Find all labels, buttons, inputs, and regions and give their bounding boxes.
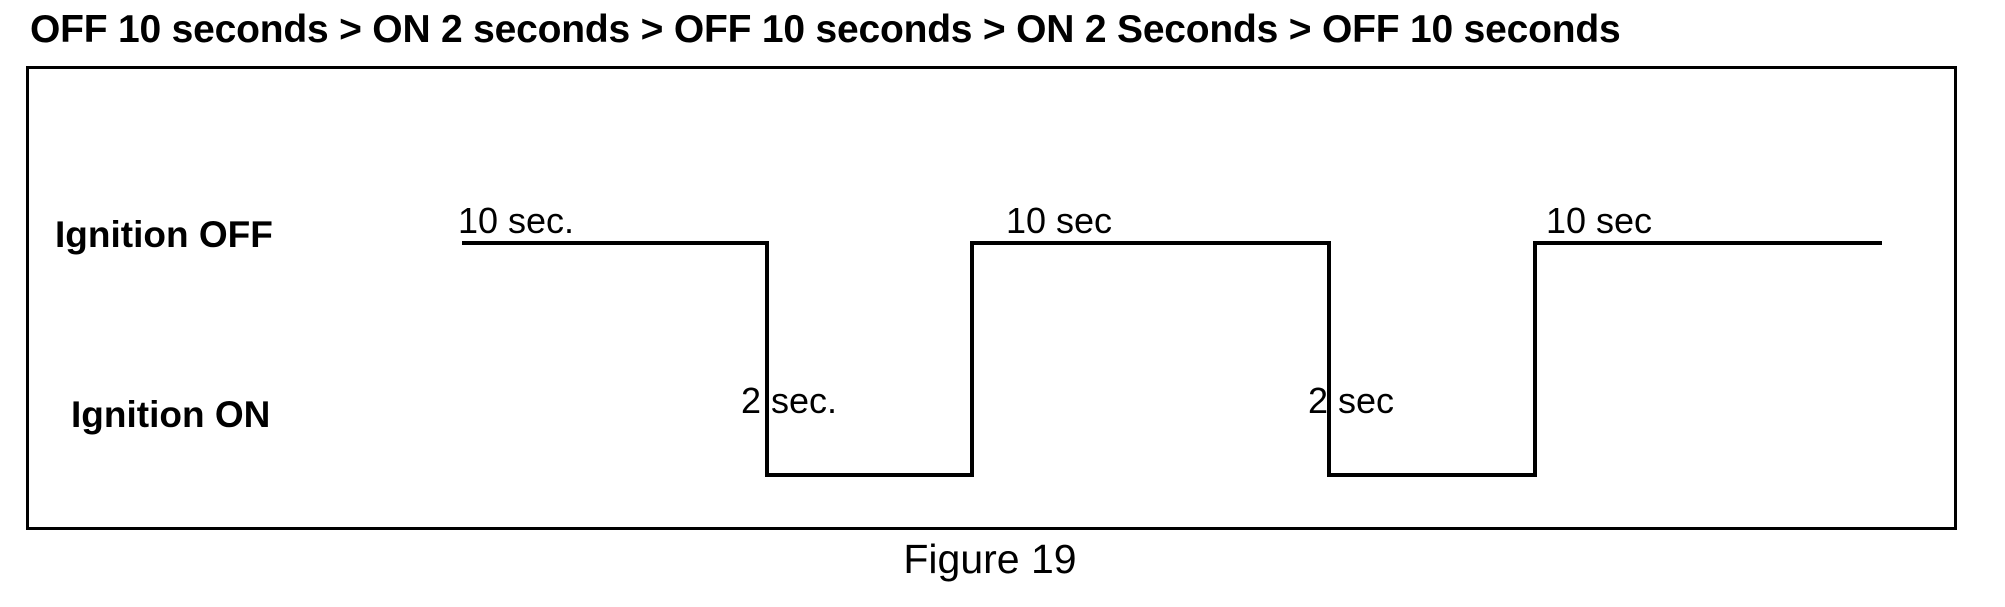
ignition-waveform-svg: [462, 241, 1882, 477]
duration-label-on-1: 2 sec.: [740, 380, 838, 421]
ignition-on-row-label: Ignition ON: [71, 394, 271, 435]
duration-label-on-2: 2 sec: [1307, 380, 1395, 421]
ignition-waveform-path: [462, 241, 1882, 477]
duration-label-off-1: 10 sec.: [457, 200, 575, 241]
sequence-title: OFF 10 seconds > ON 2 seconds > OFF 10 s…: [30, 8, 1621, 51]
duration-label-off-3: 10 sec: [1545, 200, 1653, 241]
duration-label-off-2: 10 sec: [1005, 200, 1113, 241]
timing-diagram-frame: Ignition OFF Ignition ON 10 sec. 2 sec. …: [26, 66, 1957, 530]
ignition-off-row-label: Ignition OFF: [55, 214, 273, 255]
figure-caption: Figure 19: [903, 536, 1077, 582]
